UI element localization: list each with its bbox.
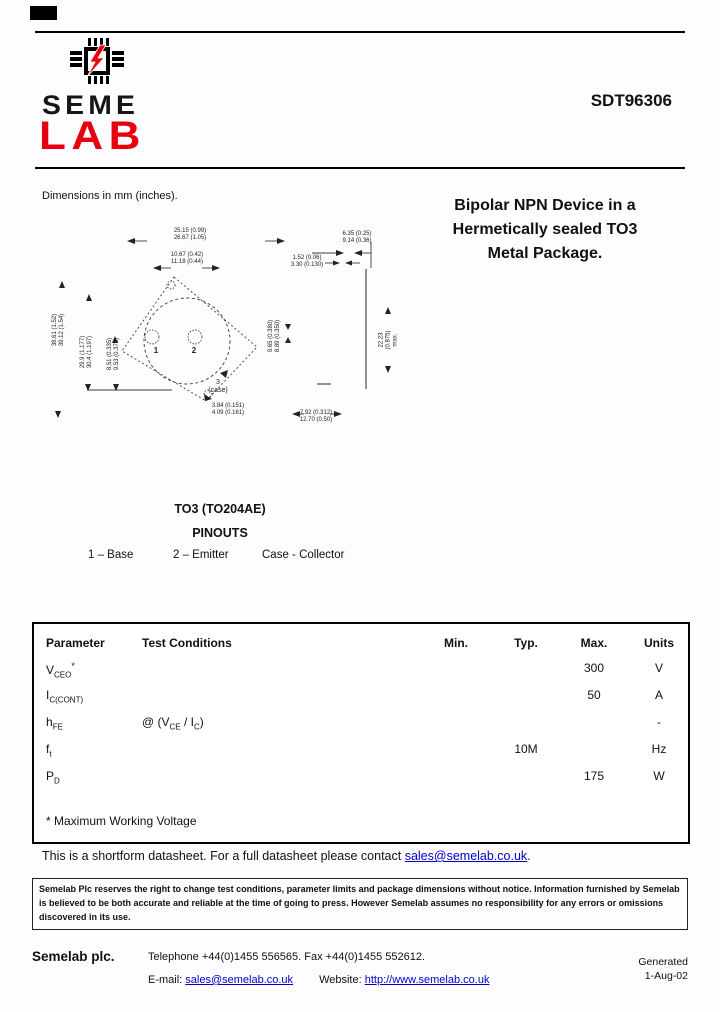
dim-seating-height: 9.65 (0.380) 8.89 (0.350) xyxy=(268,319,281,353)
dimensions-note: Dimensions in mm (inches). xyxy=(42,190,178,202)
dim-pin-tip: 3.84 (0.151) 4.09 (0.161) xyxy=(211,403,245,416)
dim-overall-length: 38.61 (1.52) 39.12 (1.54) xyxy=(52,313,65,347)
header-rule xyxy=(35,167,685,169)
dim-top-width: 25.15 (0.99) 26.67 (1.05) xyxy=(173,228,207,241)
device-title-line3: Metal Package. xyxy=(487,245,603,262)
email-website-line: E-mail: sales@semelab.co.uk Website: http… xyxy=(148,974,489,986)
pinouts-heading: PINOUTS xyxy=(192,526,248,540)
dim-overall-height: 22.23 (0.875) max. xyxy=(378,330,399,350)
ic-max: 50 xyxy=(587,688,601,702)
ft-units: Hz xyxy=(651,742,667,756)
device-title-line1: Bipolar NPN Device in a xyxy=(454,197,636,214)
pinout-emitter: 2 – Emitter xyxy=(173,549,229,561)
email-label: E-mail: xyxy=(148,974,186,986)
shortform-text: This is a shortform datasheet. For a ful… xyxy=(42,849,405,863)
col-header-conditions: Test Conditions xyxy=(142,636,232,650)
col-header-parameter: Parameter xyxy=(46,636,105,650)
param-pd: PD xyxy=(46,769,60,786)
dim-cap-height: 6.35 (0.25) 9.14 (0.36) xyxy=(342,231,372,244)
col-header-units: Units xyxy=(644,636,674,650)
generated-stamp: Generated 1-Aug-02 xyxy=(638,955,688,983)
corner-registration-mark xyxy=(30,6,57,20)
table-footnote: * Maximum Working Voltage xyxy=(46,814,197,828)
footer-website-link[interactable]: http://www.semelab.co.uk xyxy=(364,974,490,986)
param-vceo: VCEO* xyxy=(46,661,75,680)
package-outline-drawing xyxy=(55,238,391,418)
dim-pin-length: 7.92 (0.312) 12.70 (0.50) xyxy=(299,410,333,423)
pin-1-number: 1 xyxy=(153,346,159,355)
generated-date: 1-Aug-02 xyxy=(644,970,688,983)
dim-hole-centers: 29.9 (1.177) 30.4 (1.197) xyxy=(80,335,93,369)
param-hfe: hFE xyxy=(46,715,63,732)
vceo-max: 300 xyxy=(583,661,605,675)
hfe-conditions: @ (VCE / IC) xyxy=(142,715,204,732)
shortform-suffix: . xyxy=(527,849,531,863)
top-rule xyxy=(35,31,685,33)
pin-2-number: 2 xyxy=(191,346,197,355)
param-ft: ft xyxy=(46,742,52,759)
pin-3-case-label: 3 (case) xyxy=(208,379,228,395)
dim-pin-diameter: 1.52 (0.06) 3.30 (0.130) xyxy=(290,255,324,268)
vceo-units: V xyxy=(654,661,664,675)
pd-units: W xyxy=(653,769,665,783)
ic-units: A xyxy=(654,688,664,702)
col-header-max: Max. xyxy=(580,636,608,650)
generated-label: Generated xyxy=(638,956,688,968)
website-label: Website: xyxy=(319,974,365,986)
dim-pin-spacing: 10.67 (0.42) 11.18 (0.44) xyxy=(170,252,204,265)
brand-name-seme: SEME xyxy=(42,90,140,120)
brand-name-lab: LAB xyxy=(39,114,146,158)
shortform-note: This is a shortform datasheet. For a ful… xyxy=(42,849,531,863)
col-header-typ: Typ. xyxy=(514,636,538,650)
footer-email-link[interactable]: sales@semelab.co.uk xyxy=(185,974,294,986)
dim-hole-offset: 8.51 (0.335) 9.53 (0.375) xyxy=(107,337,120,371)
shortform-email-link[interactable]: sales@semelab.co.uk xyxy=(404,849,528,863)
package-name: TO3 (TO204AE) xyxy=(174,502,266,516)
pd-max: 175 xyxy=(583,769,605,783)
col-header-min: Min. xyxy=(444,636,468,650)
ft-typ: 10M xyxy=(514,742,538,756)
param-ic-cont: IC(CONT) xyxy=(46,688,84,705)
spec-table: Parameter Test Conditions Min. Typ. Max.… xyxy=(32,622,690,844)
company-name: Semelab plc. xyxy=(32,949,115,964)
disclaimer-box: Semelab Plc reserves the right to change… xyxy=(32,878,688,930)
part-number: SDT96306 xyxy=(590,91,672,110)
pinout-base: 1 – Base xyxy=(88,549,134,561)
pinout-collector: Case - Collector xyxy=(262,549,345,561)
hfe-units: - xyxy=(657,715,661,729)
device-title-line2: Hermetically sealed TO3 xyxy=(452,221,638,238)
phone-fax-line: Telephone +44(0)1455 556565. Fax +44(0)1… xyxy=(148,951,426,963)
semelab-chip-logo-icon xyxy=(70,37,124,85)
